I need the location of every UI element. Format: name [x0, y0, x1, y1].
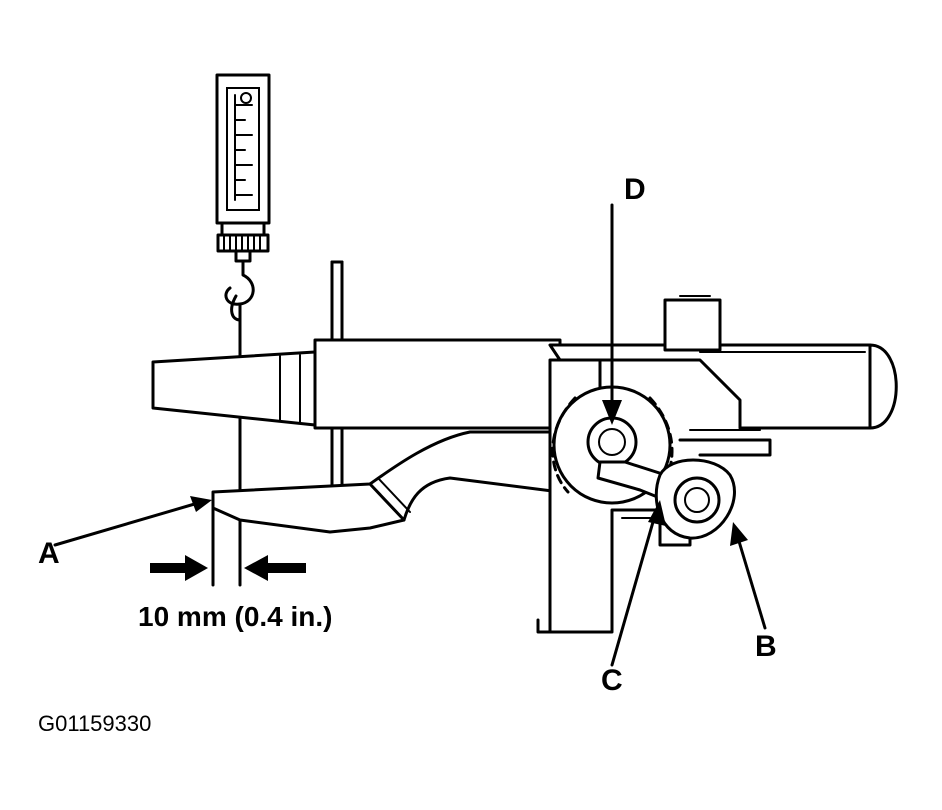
- label-c: C: [601, 664, 623, 697]
- lever-arm: [211, 430, 562, 534]
- figure-id: G01159330: [38, 711, 151, 736]
- label-b: B: [755, 630, 777, 663]
- leader-arrows: [53, 203, 767, 667]
- label-a: A: [38, 537, 60, 570]
- dimension-label: 10 mm (0.4 in.): [138, 601, 333, 632]
- label-d: D: [624, 173, 646, 206]
- dimension-arrows: [150, 503, 306, 587]
- spring-scale: [215, 73, 271, 263]
- adjuster-assembly: [551, 385, 772, 540]
